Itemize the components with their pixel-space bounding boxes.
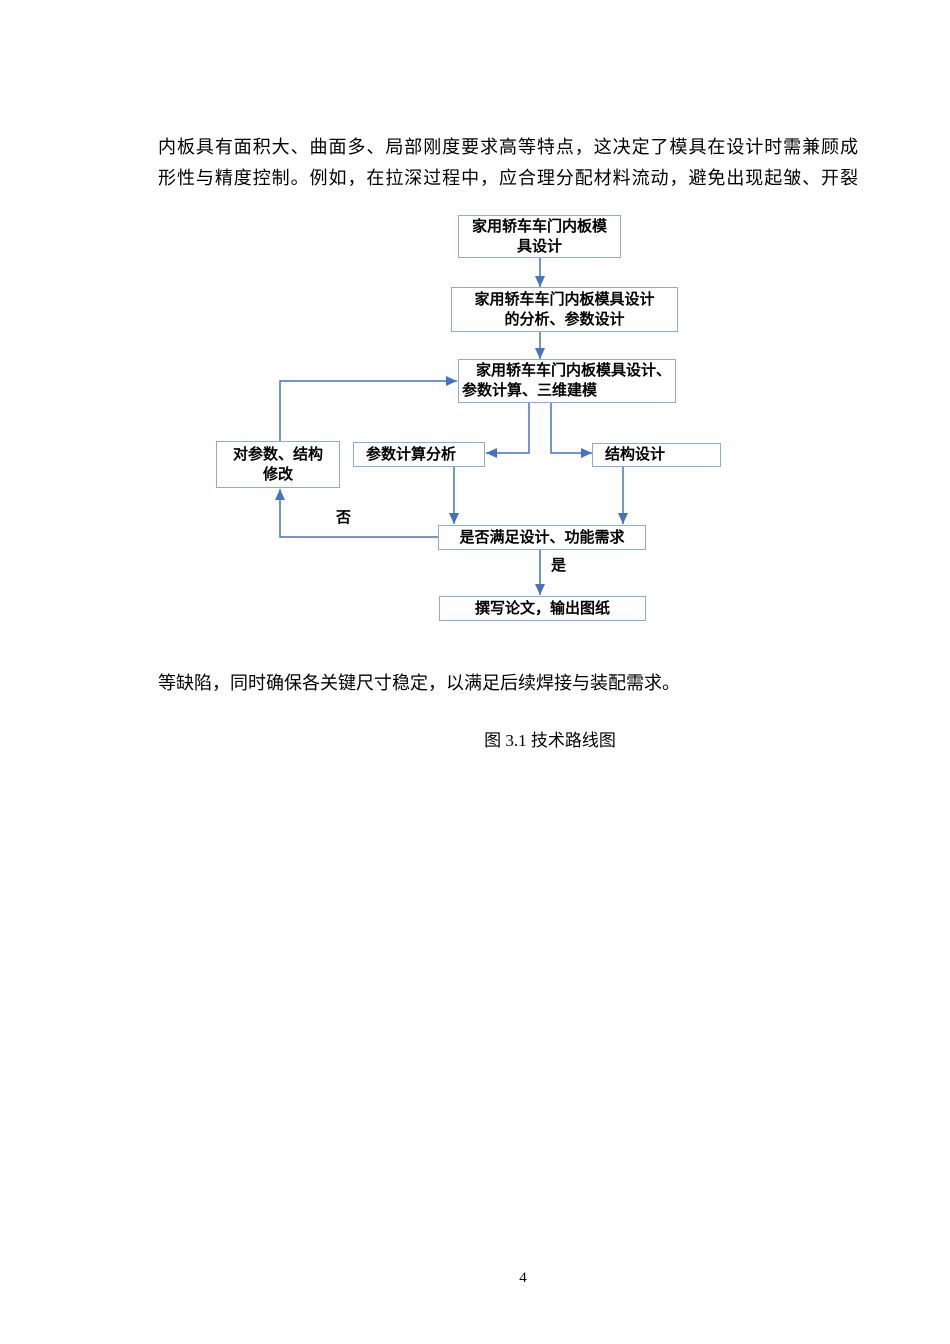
flow-node-analysis: 家用轿车车门内板模具设计 的分析、参数设计 [451,287,678,332]
arrow-check-to-modify [275,489,438,538]
flow-node-text: 家用轿车车门内板模具设计 [474,290,655,308]
paragraph-line: 形性与精度控制。例如，在拉深过程中，应合理分配材料流动，避免出现起皱、开裂 [158,168,858,188]
flow-node-check: 是否满足设计、功能需求 [438,525,646,550]
flow-node-text: 结构设计 [605,446,666,463]
flow-node-modify: 对参数、结构 修改 [216,441,340,488]
flow-node-text: 家用轿车车门内板模 [471,217,607,235]
flow-node-text: 参数计算分析 [366,445,457,463]
flow-node-text: 家用轿车车门内板模具设计、 [476,362,672,379]
flow-node-modeling: 家用轿车车门内板模具设计、 参数计算、三维建模 [458,359,676,403]
flow-node-text: 修改 [262,465,293,483]
flowchart-technical-route: 家用轿车车门内板模 具设计 家用轿车车门内板模具设计 的分析、参数设计 家用轿车… [216,215,721,621]
flow-node-param-calc: 参数计算分析 [353,442,485,467]
edge-label-no: 否 [336,508,352,528]
paragraph-line: 内板具有面积大、曲面多、局部刚度要求高等特点，这决定了模具在设计时需兼顾成 [158,137,858,157]
flow-node-start: 家用轿车车门内板模 具设计 [458,215,621,258]
arrow-modeling-to-structure [550,403,592,458]
flow-node-structure: 结构设计 [592,443,721,467]
arrow-modify-to-modeling [279,376,457,441]
flow-node-text: 撰写论文，输出图纸 [474,599,610,617]
figure-caption: 图 3.1 技术路线图 [484,731,616,750]
flowchart-connectors [275,258,628,595]
flow-node-text: 的分析、参数设计 [504,310,625,328]
flow-node-output: 撰写论文，输出图纸 [439,596,646,621]
flow-node-text: 具设计 [516,237,562,255]
edge-label-yes: 是 [551,556,567,576]
body-paragraph-bottom: 等缺陷，同时确保各关键尺寸稳定，以满足后续焊接与装配需求。 [158,673,680,693]
flow-node-text: 参数计算、三维建模 [462,382,598,399]
flow-node-text: 是否满足设计、功能需求 [459,528,625,546]
arrow-modeling-to-param [486,403,530,458]
flow-node-text: 对参数、结构 [232,445,323,463]
body-paragraph-top: 内板具有面积大、曲面多、局部刚度要求高等特点，这决定了模具在设计时需兼顾成 形性… [158,132,858,194]
page-number: 4 [519,1270,527,1286]
